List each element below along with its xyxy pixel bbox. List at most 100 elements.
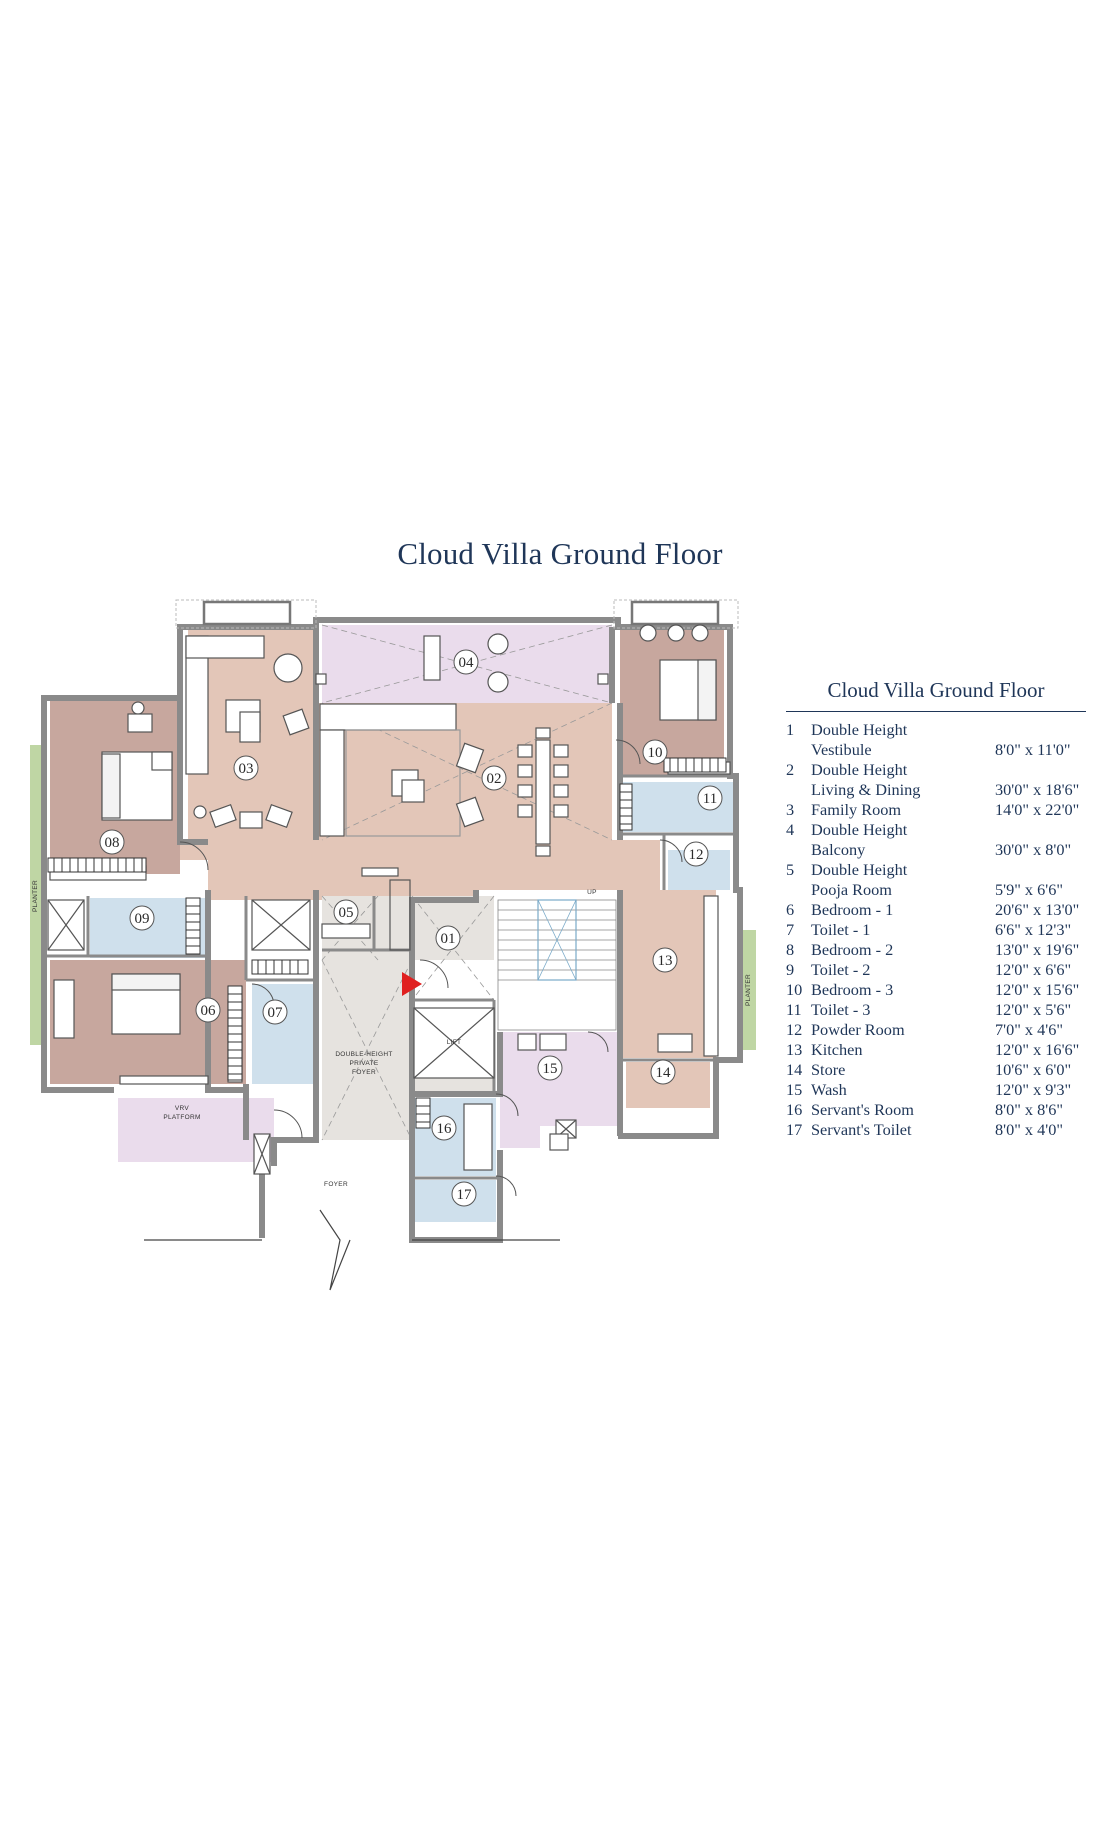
entrance <box>144 1209 560 1291</box>
room-tag-14: 14 <box>656 1065 672 1081</box>
legend-room-number: 13 <box>786 1040 803 1059</box>
legend-room-name: Kitchen <box>811 1040 863 1059</box>
room-tag-06: 06 <box>201 1003 217 1019</box>
plan-labels: PLANTER PLANTER LIFT DOUBLE-HEIGHT PRIVA… <box>32 880 752 1188</box>
legend-room-name: Wash <box>811 1080 847 1099</box>
page-title: Cloud Villa Ground Floor <box>397 536 723 571</box>
room-tag-17-circle <box>451 1181 477 1207</box>
legend-room-name: Powder Room <box>811 1020 905 1039</box>
legend-room-name: Toilet - 2 <box>811 960 871 979</box>
legend-room-size: 12'0" x 15'6" <box>995 980 1080 999</box>
room-tag-15-circle <box>537 1055 563 1081</box>
room-tag-15: 15 <box>543 1061 558 1077</box>
legend-room-number: 14 <box>786 1060 803 1079</box>
room-tag-11-circle <box>697 785 723 811</box>
vrv-label-line-2: PLATFORM <box>163 1114 200 1121</box>
kitchen-area <box>620 890 716 1058</box>
room-tag-13-circle <box>652 947 678 973</box>
stair-up-label: UP <box>587 889 597 896</box>
legend-room-name: Double Height <box>811 820 908 839</box>
room-tag-14-circle <box>650 1059 676 1085</box>
legend-room-name: Bedroom - 1 <box>811 900 894 919</box>
legend-room-size: 10'6" x 6'0" <box>995 1060 1072 1079</box>
legend-room-number: 7 <box>786 920 795 939</box>
legend-room-size: 12'0" x 5'6" <box>995 1000 1072 1019</box>
room-tag-03: 03 <box>239 761 254 777</box>
room-tag-13: 13 <box>658 953 673 969</box>
room-tag-07-circle <box>262 999 288 1025</box>
legend-room-name-cont: Balcony <box>811 840 866 859</box>
legend-room-name: Double Height <box>811 720 908 739</box>
legend-room-number: 6 <box>786 900 795 919</box>
legend-heading: Cloud Villa Ground Floor <box>786 678 1086 712</box>
room-tags <box>99 649 723 1207</box>
room-tag-06-circle <box>195 997 221 1023</box>
room-tag-04: 04 <box>459 655 475 671</box>
legend-room-size: 14'0" x 22'0" <box>995 800 1080 819</box>
legend-room-name: Toilet - 1 <box>811 920 871 939</box>
room-tag-12: 12 <box>689 847 704 863</box>
toilet-1-area <box>252 984 316 1084</box>
legend-room-number: 8 <box>786 940 795 959</box>
legend-room-number: 12 <box>786 1020 803 1039</box>
room-fills <box>30 625 756 1222</box>
foyer-label-line-3: FOYER <box>352 1069 376 1076</box>
room-tag-08-circle <box>99 829 125 855</box>
foyer-label-line-2: PRIVATE <box>350 1060 379 1067</box>
legend-row: 7 Toilet - 1 6'6" x 12'3" <box>786 920 1086 940</box>
room-tag-01-circle <box>435 925 461 951</box>
legend-room-name-cont: Pooja Room <box>811 880 892 899</box>
legend-room-name: Servant's Room <box>811 1100 914 1119</box>
legend-room-number: 2 <box>786 760 795 779</box>
wardrobes <box>47 757 727 1129</box>
legend-room-name: Double Height <box>811 860 908 879</box>
legend-room-size: 7'0" x 4'6" <box>995 1020 1064 1039</box>
legend-room-number: 4 <box>786 820 795 839</box>
legend-room-size: 8'0" x 4'0" <box>995 1120 1064 1139</box>
room-tag-05-circle <box>333 899 359 925</box>
room-tag-09-circle <box>129 905 155 931</box>
room-tag-17: 17 <box>457 1187 473 1203</box>
room-tag-01: 01 <box>441 931 456 947</box>
legend-room-size: 13'0" x 19'6" <box>995 940 1080 959</box>
room-tag-02: 02 <box>487 771 502 787</box>
room-tag-16: 16 <box>437 1121 453 1137</box>
planter-right-label: PLANTER <box>745 974 752 1006</box>
legend-room-name: Servant's Toilet <box>811 1120 912 1139</box>
room-tag-10-circle <box>642 739 668 765</box>
room-tag-05: 05 <box>339 905 354 921</box>
window-frames <box>175 599 739 629</box>
legend-room-name: Bedroom - 3 <box>811 980 894 999</box>
legend-row: 12 Powder Room 7'0" x 4'6" <box>786 1020 1086 1040</box>
legend-room-size: 6'6" x 12'3" <box>995 920 1072 939</box>
lift-label: LIFT <box>447 1039 462 1046</box>
room-tag-10: 10 <box>648 745 663 761</box>
foyer-label-line-1: DOUBLE-HEIGHT <box>335 1051 392 1058</box>
planter-right <box>742 930 756 1050</box>
foyer-entry-label: FOYER <box>324 1181 348 1188</box>
legend-room-size: 30'0" x 18'6" <box>995 780 1080 799</box>
inner-walls <box>44 774 736 1180</box>
legend-room-size: 12'0" x 9'3" <box>995 1080 1072 1099</box>
planter-left <box>30 745 44 1045</box>
legend-room-name: Family Room <box>811 800 902 819</box>
room-tag-labels: 01 02 03 04 05 06 07 08 09 10 11 12 13 1… <box>105 655 718 1203</box>
room-tag-08: 08 <box>105 835 120 851</box>
room-tag-09: 09 <box>135 911 150 927</box>
room-tag-04-circle <box>453 649 479 675</box>
room-tag-16-circle <box>431 1115 457 1141</box>
